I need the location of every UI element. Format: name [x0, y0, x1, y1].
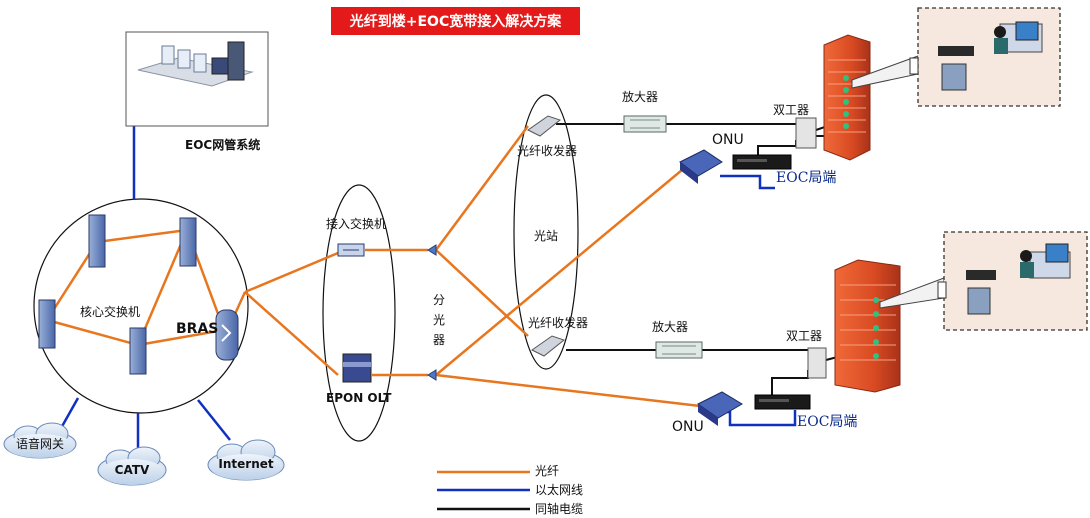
- splitter-bottom-icon: [427, 369, 437, 381]
- internet-cloud: [207, 439, 285, 481]
- amplifier-top-icon: [623, 115, 667, 133]
- epon-olt-icon: [342, 353, 372, 383]
- onu-bottom-icon: [697, 391, 743, 426]
- duplexer-top-label: 双工器: [773, 103, 810, 117]
- duplexer-bottom-icon: [807, 347, 827, 379]
- voice-gateway-label: 语音网关: [15, 437, 64, 451]
- optical-station-label: 光站: [534, 229, 559, 243]
- core-switch-label: 核心交换机: [80, 305, 141, 319]
- duplexer-bottom-label: 双工器: [786, 329, 823, 343]
- nms-label: EOC网管系统: [185, 138, 261, 152]
- voice-gateway-cloud: [3, 422, 77, 459]
- splitter-label: 分光器: [432, 293, 445, 347]
- bras-label: BRAS: [176, 321, 219, 337]
- building-top-icon: [823, 34, 871, 161]
- legend-fiber-label: 光纤: [535, 464, 560, 478]
- access-switch-icon: [337, 243, 365, 257]
- onu-top-label: ONU: [712, 132, 744, 148]
- duplexer-top-icon: [795, 117, 817, 149]
- access-ellipse: [322, 184, 396, 442]
- access-switch-label: 接入交换机: [326, 217, 387, 231]
- core-switch-icon: [38, 214, 197, 375]
- eoc-headend-bottom-icon: [754, 394, 811, 410]
- bras-icon: [215, 309, 239, 361]
- legend-ethernet-label: 以太网线: [535, 483, 584, 497]
- epon-olt-label: EPON OLT: [326, 391, 392, 405]
- onu-bottom-label: ONU: [672, 419, 704, 435]
- splitter-top-icon: [427, 244, 437, 256]
- internet-link: [197, 399, 231, 441]
- optical-station-ellipse: [513, 94, 579, 370]
- transceiver-top-label: 光纤收发器: [517, 144, 578, 158]
- user-box-top: [917, 7, 1061, 107]
- legend-coax-label: 同轴电缆: [535, 502, 584, 516]
- transceiver-top-icon: [527, 115, 562, 137]
- eoc-headend-bottom-label: EOC局端: [797, 414, 858, 430]
- amplifier-bottom-label: 放大器: [652, 320, 689, 334]
- user-devices-bottom-icon: [937, 243, 1071, 315]
- user-devices-top-icon: [909, 21, 1043, 91]
- amplifier-top-label: 放大器: [622, 90, 659, 104]
- voice-link: [58, 397, 80, 431]
- eoc-headend-top-icon: [732, 154, 792, 170]
- onu-eoc-link-bottom: [720, 410, 797, 427]
- catv-label: CATV: [114, 463, 150, 477]
- amplifier-bottom-icon: [655, 341, 703, 359]
- internet-label: Internet: [218, 457, 274, 471]
- transceiver-bottom-icon: [531, 335, 566, 357]
- core-network-circle: [33, 198, 249, 414]
- building-bottom-icon: [834, 259, 901, 393]
- catv-cloud: [97, 446, 167, 486]
- eoc-headend-top-label: EOC局端: [776, 170, 837, 186]
- page-title: 光纤到楼+EOC宽带接入解决方案: [331, 7, 580, 35]
- transceiver-bottom-label: 光纤收发器: [528, 316, 589, 330]
- onu-eoc-link-top: [720, 174, 775, 190]
- nms-server-icon: [125, 31, 269, 127]
- onu-top-icon: [679, 149, 723, 184]
